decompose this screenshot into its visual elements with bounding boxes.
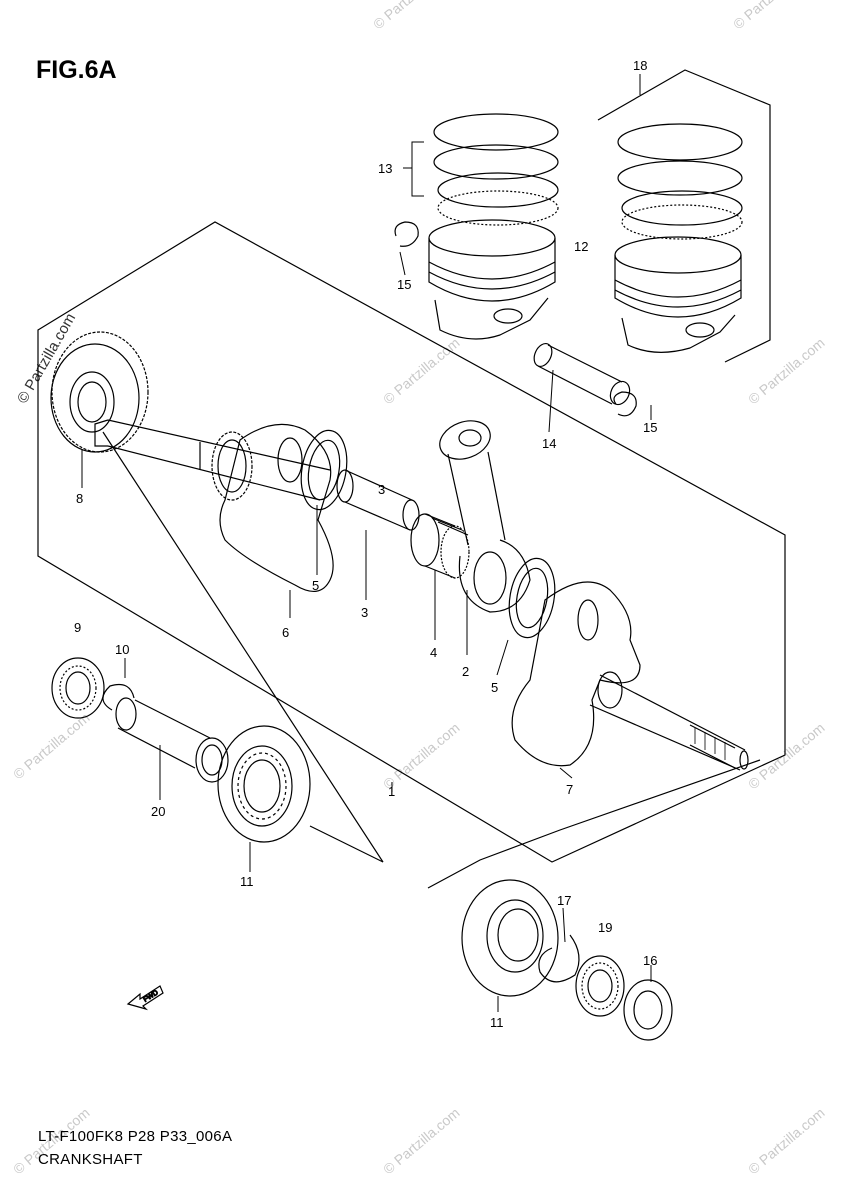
callout-14: 14 [542, 436, 556, 451]
figure-title: FIG.6A [36, 56, 117, 84]
bearing-right-small [575, 955, 625, 1017]
callout-11: 11 [240, 874, 254, 889]
piston-right [614, 236, 742, 353]
callout-labels: 1 2 3 3 4 5 5 6 7 8 9 10 11 11 12 13 14 … [74, 58, 657, 1030]
callout-18: 18 [633, 58, 647, 73]
piston-pin [533, 343, 631, 406]
main-bearing-left [217, 725, 311, 843]
piston-ring-set-right [617, 123, 743, 240]
callout-17: 17 [557, 893, 571, 908]
crank-gear [50, 331, 149, 453]
callout-3: 3 [361, 605, 368, 620]
callout-20: 20 [151, 804, 165, 819]
callout-19: 19 [598, 920, 612, 935]
callout-3-small: 3 [378, 482, 385, 497]
crank-pin [336, 469, 420, 531]
bearing-small [51, 657, 105, 719]
callout-11: 11 [490, 1015, 504, 1030]
callout-leaders [81, 74, 652, 1012]
callout-9: 9 [74, 620, 81, 635]
piston [428, 219, 556, 340]
callout-7: 7 [566, 782, 573, 797]
callout-15: 15 [397, 277, 411, 292]
callout-5: 5 [312, 578, 319, 593]
thrust-washer-right [508, 557, 556, 639]
needle-bearing [410, 513, 470, 579]
model-code: LT-F100FK8 P28 P33_006A [38, 1128, 233, 1145]
callout-8: 8 [76, 491, 83, 506]
washer [195, 737, 229, 783]
svg-text:FWD: FWD [142, 989, 159, 1003]
right-crankshaft [511, 581, 749, 771]
connecting-rod [439, 420, 531, 613]
piston-group-boundary [597, 69, 771, 363]
callout-12: 12 [574, 239, 588, 254]
crank-shaft-sleeve [115, 697, 211, 769]
callout-2: 2 [462, 664, 469, 679]
piston-pin-circlip-right [613, 391, 637, 417]
oil-seal [623, 979, 673, 1041]
circlip [102, 683, 135, 711]
lower-group-boundary [427, 759, 761, 889]
main-bearing-right [461, 879, 559, 997]
callout-16: 16 [643, 953, 657, 968]
diagram-caption: CRANKSHAFT [38, 1151, 143, 1168]
callout-1: 1 [388, 784, 395, 799]
callout-5: 5 [491, 680, 498, 695]
callout-13: 13 [378, 161, 392, 176]
left-crankshaft [94, 419, 334, 592]
piston-ring-set [433, 113, 559, 226]
callout-15: 15 [643, 420, 657, 435]
front-direction-arrow-icon: FWD [126, 985, 164, 1011]
piston-pin-circlip [394, 221, 419, 247]
callout-10: 10 [115, 642, 129, 657]
callout-6: 6 [282, 625, 289, 640]
assembly-boundary [37, 221, 786, 863]
callout-4: 4 [430, 645, 437, 660]
leader-line [309, 825, 384, 863]
leader-line [102, 431, 384, 863]
circlip-right [538, 934, 580, 983]
